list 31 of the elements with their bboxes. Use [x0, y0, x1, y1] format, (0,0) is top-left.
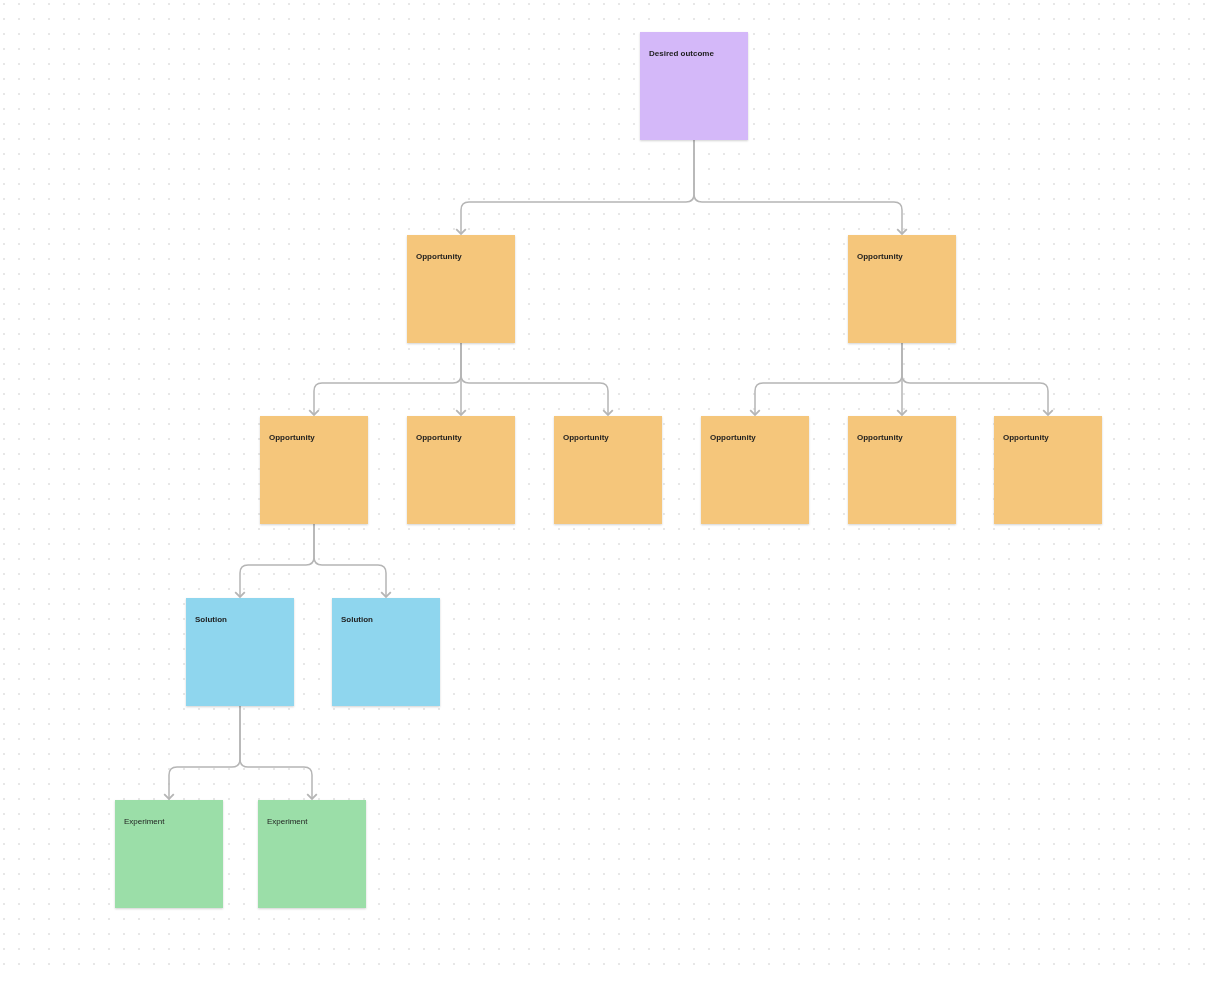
- outcome-note: [640, 32, 748, 140]
- note-title: Experiment: [124, 817, 165, 827]
- arrow: [901, 342, 1054, 416]
- note-title: Solution: [195, 615, 227, 625]
- note-title: Experiment: [267, 817, 308, 827]
- arrow: [693, 139, 908, 235]
- note-title: Opportunity: [416, 433, 462, 443]
- opportunity-note: [407, 416, 515, 524]
- solution-note: [332, 598, 440, 706]
- arrow: [313, 523, 392, 598]
- opportunity-note: [848, 416, 956, 524]
- note-title: Opportunity: [710, 433, 756, 443]
- opportunity-note: [848, 235, 956, 343]
- arrow: [239, 705, 318, 800]
- note-title: Opportunity: [563, 433, 609, 443]
- experiment-note: [258, 800, 366, 908]
- arrow: [460, 342, 614, 416]
- opportunity-note: [554, 416, 662, 524]
- note-title: Desired outcome: [649, 49, 714, 59]
- opportunity-note: [701, 416, 809, 524]
- note-title: Opportunity: [416, 252, 462, 262]
- note-title: Opportunity: [857, 252, 903, 262]
- opportunity-note: [994, 416, 1102, 524]
- opportunity-note: [407, 235, 515, 343]
- note-title: Opportunity: [857, 433, 903, 443]
- note-title: Opportunity: [269, 433, 315, 443]
- experiment-note: [115, 800, 223, 908]
- solution-note: [186, 598, 294, 706]
- note-title: Opportunity: [1003, 433, 1049, 443]
- opportunity-note: [260, 416, 368, 524]
- note-title: Solution: [341, 615, 373, 625]
